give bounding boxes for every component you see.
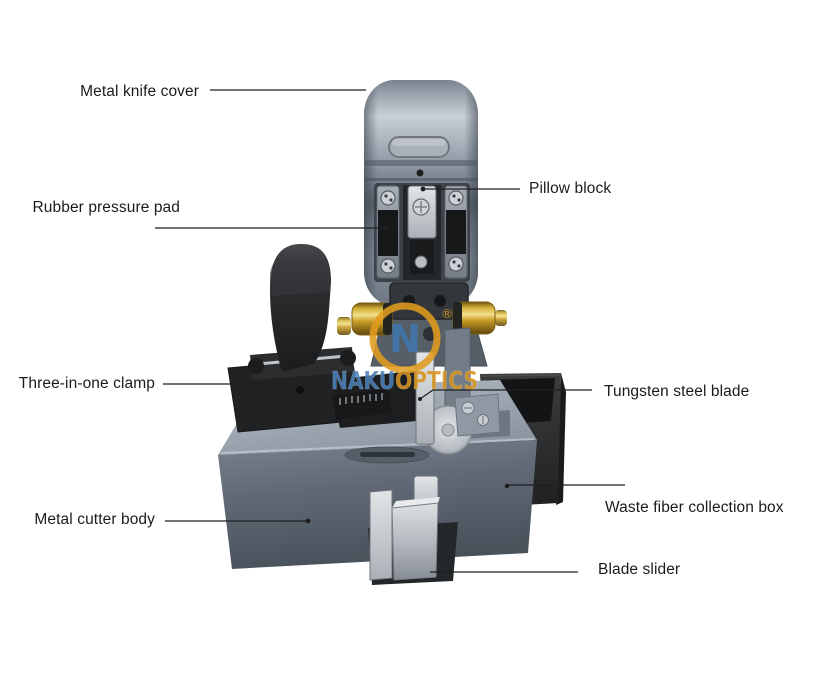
rubber-pressure-pad-right [444,185,468,279]
three-in-one-clamp-part [227,244,363,433]
label-waste-fiber-collection-box: Waste fiber collection box [605,499,784,516]
brass-bushing-right [452,301,507,335]
rubber-pressure-pad-left [376,185,400,279]
leader-lines [155,89,625,573]
brand-wordmark: NAKUOPTICS [331,366,478,395]
blade-slider-part [368,475,458,585]
label-three-in-one-clamp: Three-in-one clamp [18,375,155,392]
arm-recessed-panel [374,183,470,282]
label-tungsten-steel-blade: Tungsten steel blade [604,383,750,400]
label-blade-slider: Blade slider [598,561,681,578]
brand-logo-ring [369,302,441,374]
brand-logo-letter: N [389,317,421,361]
label-pillow-block: Pillow block [529,180,612,197]
fiber-length-ruler [330,370,428,428]
label-metal-knife-cover: Metal knife cover [80,83,199,100]
registered-trademark-symbol: ® [441,307,453,321]
label-metal-cutter-body: Metal cutter body [34,511,155,528]
pillow-block-part [407,185,437,274]
tungsten-steel-blade-part [415,327,510,455]
label-rubber-pressure-pad: Rubber pressure pad [32,199,180,216]
